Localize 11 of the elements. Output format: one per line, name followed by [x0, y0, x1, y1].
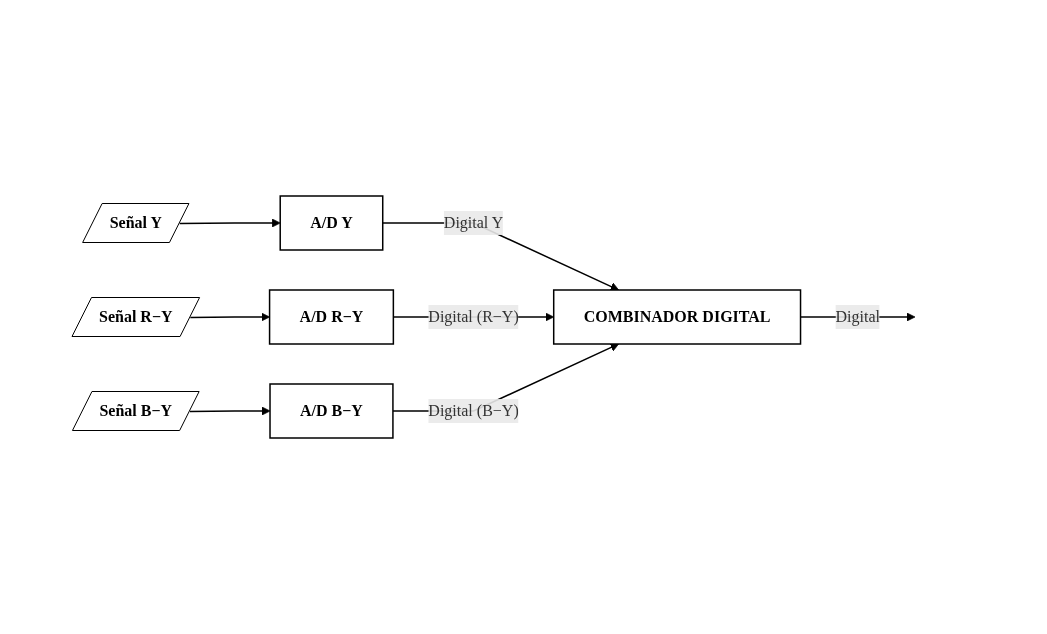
arrow — [189, 406, 271, 416]
edge-label: Digital — [835, 308, 880, 325]
edge-label: Digital Y — [443, 214, 504, 231]
edge-label: Digital (R−Y) — [428, 308, 519, 325]
node-box: COMBINADOR DIGITAL — [552, 289, 802, 345]
node-box: A/D B−Y — [269, 383, 394, 439]
node-box: A/D Y — [279, 195, 384, 251]
edge-label: Digital (B−Y) — [428, 402, 519, 419]
arrow — [189, 312, 270, 322]
arrow — [178, 218, 281, 228]
node-box: A/D R−Y — [268, 289, 395, 345]
